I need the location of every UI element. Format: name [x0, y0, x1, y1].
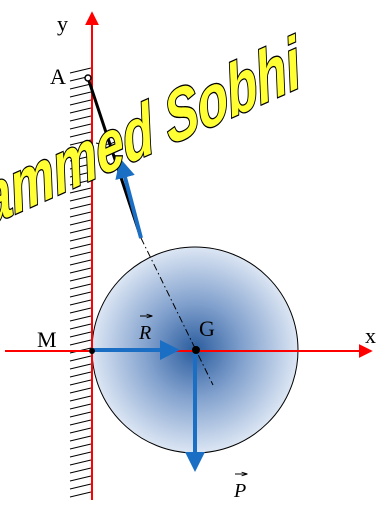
- wall-hatch-mark: [69, 315, 92, 322]
- wall-hatch-mark: [69, 211, 92, 218]
- wall-hatch-mark: [69, 179, 92, 186]
- wall-hatch-mark: [69, 187, 92, 194]
- wall-hatch-mark: [69, 395, 92, 402]
- wall-hatching: [69, 67, 92, 498]
- wall-hatch-mark: [69, 459, 92, 466]
- wall-hatch-mark: [69, 243, 92, 250]
- wall-hatch-mark: [69, 331, 92, 338]
- point-A-label: A: [50, 64, 66, 89]
- wall-hatch-mark: [69, 147, 92, 154]
- wall-hatch-mark: [69, 107, 92, 114]
- point-A-dot: [84, 74, 92, 82]
- wall-hatch-mark: [69, 155, 92, 162]
- wall-hatch-mark: [69, 387, 92, 394]
- wall-hatch-mark: [69, 419, 92, 426]
- angle-arc: [95, 139, 119, 145]
- wall-hatch-mark: [69, 259, 92, 266]
- string-extension-line: [140, 237, 214, 386]
- wall-hatch-mark: [69, 139, 92, 146]
- wall-hatch-mark: [69, 363, 92, 370]
- wall-hatch-mark: [69, 443, 92, 450]
- wall-hatch-mark: [69, 323, 92, 330]
- watermark-text: ammed Sobhi: [0, 22, 307, 242]
- point-G-dot: [192, 346, 200, 354]
- wall-hatch-mark: [69, 195, 92, 202]
- wall-hatch-mark: [69, 67, 92, 74]
- wall-hatch-mark: [69, 371, 92, 378]
- y-axis-label: y: [57, 11, 68, 36]
- wall-hatch-mark: [69, 123, 92, 130]
- wall-hatch-mark: [69, 283, 92, 290]
- wall-hatch-mark: [69, 411, 92, 418]
- wall-hatch-mark: [69, 307, 92, 314]
- wall-hatch-mark: [69, 339, 92, 346]
- wall-hatch-mark: [69, 275, 92, 282]
- tension-vector: [115, 158, 143, 239]
- wall-hatch-mark: [69, 251, 92, 258]
- wall-hatch-mark: [69, 91, 92, 98]
- wall-hatch-mark: [69, 403, 92, 410]
- wall-hatch-mark: [69, 219, 92, 226]
- wall-hatch-mark: [69, 99, 92, 106]
- angle-label: α: [101, 157, 110, 174]
- wall-hatch-mark: [69, 83, 92, 90]
- wall-hatch-mark: [69, 299, 92, 306]
- wall-hatch-mark: [69, 267, 92, 274]
- wall-hatch-mark: [69, 291, 92, 298]
- wall-hatch-mark: [69, 379, 92, 386]
- watermark: ammed Sobhi: [0, 21, 308, 243]
- wall-hatch-mark: [69, 467, 92, 474]
- wall-hatch-mark: [69, 131, 92, 138]
- wall-hatch-mark: [69, 171, 92, 178]
- wall-hatch-mark: [69, 235, 92, 242]
- wall-hatch-mark: [69, 451, 92, 458]
- point-M-label: M: [37, 327, 57, 352]
- wall-hatch-mark: [69, 491, 92, 498]
- wall-hatch-mark: [69, 203, 92, 210]
- wall-hatch-mark: [69, 227, 92, 234]
- wall-hatch-mark: [69, 483, 92, 490]
- x-axis-label: x: [365, 323, 376, 348]
- wall-hatch-mark: [69, 435, 92, 442]
- point-M-dot: [89, 348, 95, 354]
- vector-R-label: R: [138, 322, 151, 344]
- wall-hatch-mark: [69, 427, 92, 434]
- wall-hatch-mark: [69, 355, 92, 362]
- wall-hatch-mark: [69, 115, 92, 122]
- wall-hatch-mark: [69, 163, 92, 170]
- point-G-label: G: [199, 316, 215, 341]
- wall-hatch-mark: [69, 475, 92, 482]
- vector-P-label: P: [233, 480, 246, 502]
